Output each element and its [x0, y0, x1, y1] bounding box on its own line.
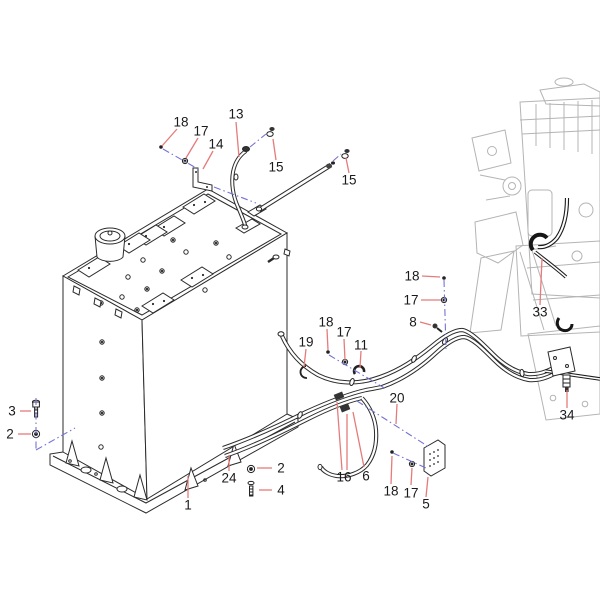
fuel-tank — [49, 188, 299, 514]
top-bolts — [119, 237, 232, 313]
callout-label-18: 18 — [173, 114, 189, 130]
callout-label-15a: 15 — [268, 159, 284, 175]
callout-label-2-bottom: 2 — [277, 460, 285, 476]
banjo-fitting-15-icon — [266, 127, 350, 159]
callout-label-17: 17 — [193, 123, 209, 139]
callout-label-17-bottom: 17 — [403, 485, 419, 501]
grommet-11-icon — [352, 364, 366, 375]
bracket-14-icon — [192, 167, 213, 192]
callout-label-17-mid: 17 — [336, 324, 352, 340]
bolt-4-icon — [247, 480, 255, 497]
callout-label-19: 19 — [298, 334, 314, 350]
callout-label-24: 24 — [221, 470, 237, 486]
tank-top-details — [72, 193, 291, 319]
leader-lines — [18, 121, 568, 498]
callout-label-15b: 15 — [341, 172, 357, 188]
callout-label-3: 3 — [8, 403, 16, 419]
engine-fuel-fittings — [528, 197, 574, 333]
callout-label-6: 6 — [362, 468, 370, 484]
callout-label-18-mid: 18 — [318, 314, 334, 330]
screw-8-icon — [432, 323, 443, 333]
callout-label-4: 4 — [277, 482, 285, 498]
clamp-16-icon — [333, 391, 351, 413]
plate-5-icon — [423, 439, 446, 477]
tank-base-flange — [49, 413, 299, 514]
callout-label-18-right: 18 — [404, 268, 420, 284]
assembly-lines — [35, 133, 447, 469]
callout-label-2-left: 2 — [6, 426, 14, 442]
callout-label-16: 16 — [336, 469, 352, 485]
callout-label-18-bottom: 18 — [383, 483, 399, 499]
fuel-supply-rod — [255, 161, 335, 212]
callout-label-13: 13 — [228, 106, 244, 122]
filler-cap — [94, 227, 126, 262]
bracket-34-icon — [547, 346, 576, 392]
part-icons — [31, 127, 576, 497]
callout-label-8: 8 — [409, 314, 417, 330]
vent-tube-13 — [230, 146, 250, 230]
engine-illustration — [469, 77, 600, 421]
callout-label-11: 11 — [353, 337, 369, 353]
callout-label-34: 34 — [559, 407, 575, 423]
callout-label-5: 5 — [422, 496, 430, 512]
callout-label-17-right: 17 — [403, 292, 419, 308]
screw-18-icon — [159, 145, 446, 454]
callout-label-33: 33 — [532, 304, 548, 320]
mounting-plates — [77, 193, 216, 314]
callout-label-20: 20 — [389, 390, 405, 406]
callout-label-14: 14 — [208, 136, 224, 152]
callout-label-1: 1 — [184, 497, 192, 513]
elbow-hose-33 — [528, 232, 549, 252]
hose-hook — [555, 317, 574, 333]
